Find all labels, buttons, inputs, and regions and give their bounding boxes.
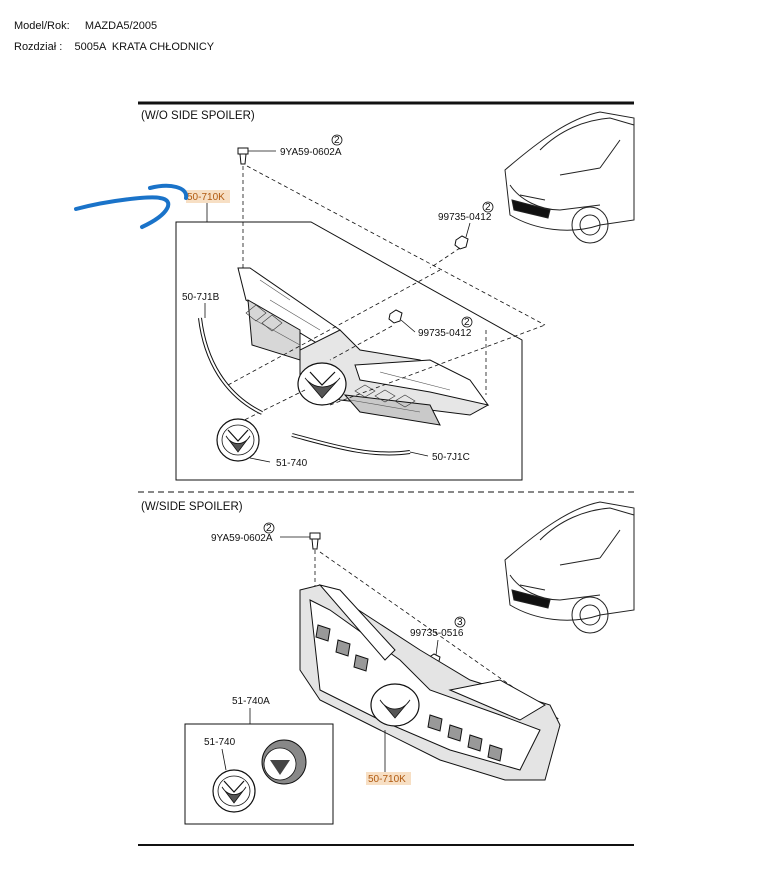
bolt-bottom-ref: 9YA59-0602A — [211, 533, 273, 544]
emblem-set-box — [184, 723, 334, 825]
grille-top-body — [237, 267, 490, 426]
emblem-set-ref: 51-740A — [232, 696, 270, 707]
clip-upper-qty: 2 — [485, 202, 491, 213]
section-line: Rozdział : 5005A KRATA CHŁODNICY — [14, 41, 215, 53]
emblem-top-part — [216, 418, 260, 462]
molding-lower-top — [291, 433, 411, 456]
grille-top-ref: 50-710K — [187, 192, 225, 203]
clip-mid-ref: 99735-0412 — [418, 328, 472, 339]
bottom-section-title: (W/SIDE SPOILER) — [141, 501, 243, 513]
top-section-title: (W/O SIDE SPOILER) — [141, 110, 255, 122]
grille-bottom-ref: 50-710K — [368, 774, 406, 785]
emblem-bracket — [261, 739, 307, 785]
clip-bottom-ref: 99735-0516 — [410, 628, 464, 639]
car-illustration-top — [504, 111, 635, 244]
emblem-top-ref: 51-740 — [276, 458, 308, 469]
grille-ref-highlight — [186, 190, 230, 203]
grille-bottom-ref-highlight — [366, 772, 411, 785]
bolt-bottom-qty: 2 — [266, 523, 272, 534]
bolt-top-qty: 2 — [334, 135, 340, 146]
bolt-9ya59-bottom — [309, 532, 321, 550]
grille-top-center-emblem — [297, 362, 347, 406]
top-parts-box — [175, 221, 523, 481]
clip-mid-qty: 2 — [464, 317, 470, 328]
bolt-top-ref: 9YA59-0602A — [280, 147, 342, 158]
clip-mid-top — [388, 309, 403, 324]
bolt-9ya59-top — [237, 147, 249, 165]
grille-bottom-body — [299, 584, 561, 781]
clip-upper-top — [454, 235, 469, 250]
molding-left-ref: 50-7J1B — [182, 292, 220, 303]
molding-lower-ref: 50-7J1C — [432, 452, 470, 463]
clip-bottom-qty: 3 — [457, 617, 463, 628]
clip-upper-ref: 99735-0412 — [438, 212, 492, 223]
emblem-bottom-ref: 51-740 — [204, 737, 236, 748]
emblem-bottom-part — [212, 769, 256, 813]
car-illustration-bottom — [504, 501, 635, 634]
annotation-stroke — [74, 183, 189, 229]
model-year-line: Model/Rok: MAZDA5/2005 — [14, 20, 158, 32]
grille-bottom-center-emblem — [370, 683, 420, 727]
